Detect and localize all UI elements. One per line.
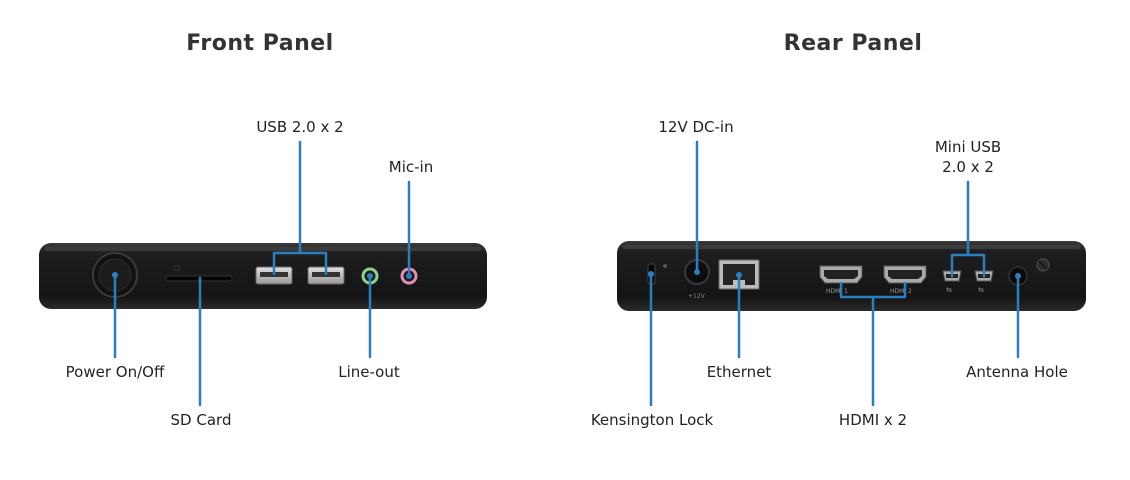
svg-text:⇆: ⇆ [946, 286, 952, 294]
rear-panel-device: +12V HDMI 1 HDMI 2 [617, 241, 1086, 311]
sd-card-label: SD Card [170, 411, 232, 429]
line-out-label: Line-out [338, 363, 400, 381]
ethernet-label: Ethernet [706, 363, 772, 381]
hdmi-1-text: HDMI 1 [826, 288, 848, 295]
svg-text:⇆: ⇆ [978, 286, 984, 294]
hdmi-port-2[interactable]: HDMI 2 [883, 265, 927, 295]
mic-in-label: Mic-in [388, 158, 434, 176]
mini-usb-callout-line [950, 180, 986, 278]
kensington-lock-label: Kensington Lock [590, 411, 714, 429]
rear-panel-title: Rear Panel [783, 31, 923, 56]
mic-callout-dot [406, 273, 412, 279]
antenna-callout-dot [1015, 273, 1021, 279]
hdmi-label: HDMI x 2 [838, 411, 908, 429]
front-panel-title: Front Panel [186, 31, 334, 56]
mini-usb-label-line2: 2.0 x 2 [942, 158, 994, 176]
kensington-callout-dot [648, 271, 654, 277]
mini-usb-label-line1: Mini USB [934, 138, 1002, 156]
hdmi-port-1[interactable]: HDMI 1 [819, 265, 863, 295]
svg-text:▢: ▢ [174, 264, 181, 272]
antenna-hole-label: Antenna Hole [966, 363, 1068, 381]
screw-icon [1036, 258, 1050, 272]
hdmi-callout-line [839, 281, 907, 407]
usb-callout-line [272, 140, 328, 276]
power-callout-dot [112, 272, 118, 278]
usb-label: USB 2.0 x 2 [256, 118, 344, 136]
hdmi-2-text: HDMI 2 [890, 288, 912, 295]
line-out-callout-dot [367, 273, 373, 279]
dc-in-label: 12V DC-in [658, 118, 734, 136]
power-label: Power On/Off [65, 363, 165, 381]
front-panel-device: ▢ [39, 243, 487, 309]
dc-rating-text: +12V [688, 293, 706, 300]
ethernet-callout-dot [736, 272, 742, 278]
dc-in-callout-dot [694, 269, 700, 275]
